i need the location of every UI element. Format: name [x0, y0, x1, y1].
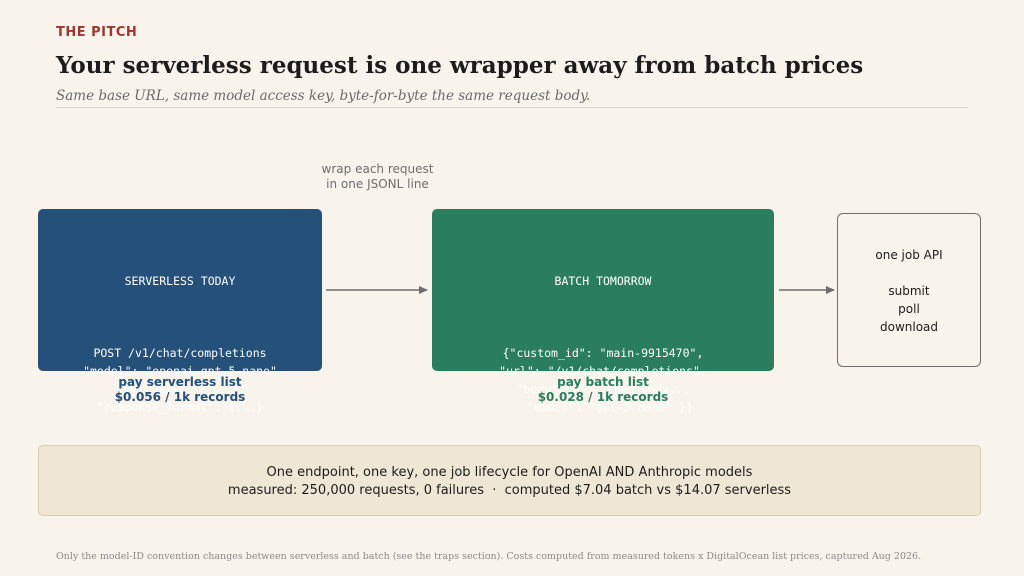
batch-price-label: pay batch list [557, 375, 649, 389]
callout-line-2: measured: 250,000 requests, 0 failures ·… [227, 483, 792, 498]
job-api-step-download: download [879, 320, 939, 334]
serverless-price-label: pay serverless list [118, 375, 242, 389]
job-api-box: one job API submit poll download [837, 213, 981, 367]
batch-heading: BATCH TOMORROW [554, 274, 652, 288]
batch-price-value: $0.028 / 1k records [537, 390, 669, 404]
callout-line-1: One endpoint, one key, one job lifecycle… [266, 465, 753, 480]
job-api-step-submit: submit [888, 284, 930, 298]
serverless-price: pay serverless list $0.056 / 1k records [38, 375, 322, 405]
job-api-title: one job API [875, 248, 943, 262]
header-divider [56, 107, 968, 108]
page-subtitle: Same base URL, same model access key, by… [56, 88, 591, 104]
batch-request-code: {"custom_id": "main-9915470", "url": "/v… [499, 346, 707, 414]
serverless-request-code: POST /v1/chat/completions "model": "open… [83, 346, 277, 414]
footnote: Only the model-ID convention changes bet… [56, 551, 922, 562]
batch-price: pay batch list $0.028 / 1k records [432, 375, 774, 405]
batch-box: BATCH TOMORROW {"custom_id": "main-99154… [432, 209, 774, 414]
serverless-heading: SERVERLESS TODAY [124, 274, 236, 288]
arrow-label: wrap each request in one JSONL line [321, 162, 434, 191]
serverless-box: SERVERLESS TODAY POST /v1/chat/completio… [38, 209, 322, 414]
serverless-price-value: $0.056 / 1k records [114, 390, 246, 404]
page-title: Your serverless request is one wrapper a… [56, 52, 864, 79]
summary-callout: One endpoint, one key, one job lifecycle… [38, 445, 981, 516]
job-api-steps: submit poll download [838, 282, 980, 336]
job-api-step-poll: poll [898, 302, 920, 316]
kicker-label: THE PITCH [56, 25, 138, 40]
